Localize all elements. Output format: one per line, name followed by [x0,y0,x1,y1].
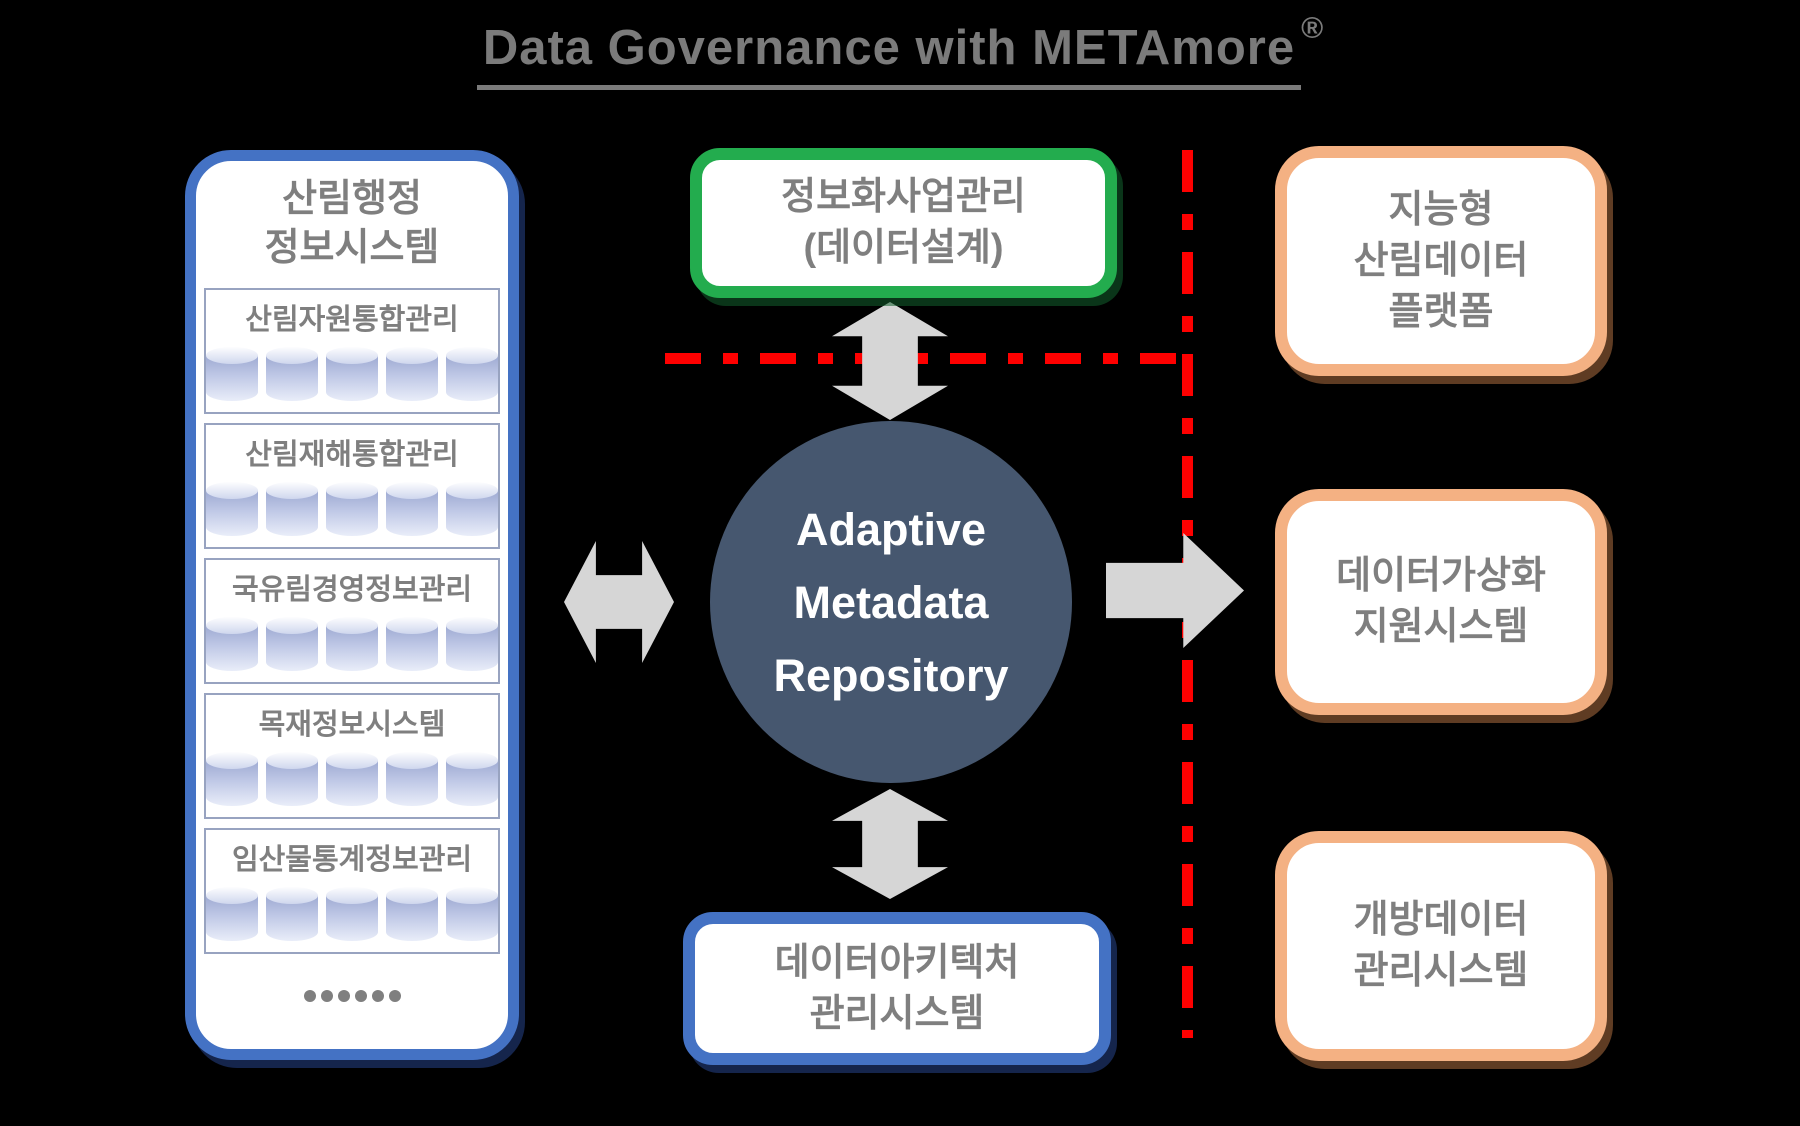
database-cylinder-icon [326,887,378,943]
circle-line2: Metadata [793,576,989,628]
orange-box2-line1: 데이터가상화 [1336,555,1546,597]
database-cylinder-icon [326,752,378,808]
blue-box-line2: 관리시스템 [809,992,985,1035]
database-cylinder-icon [386,752,438,808]
system-box-forest-resource: 산림자원통합관리 [204,288,500,414]
database-cylinder-icon [206,617,258,673]
system-box-label: 산림자원통합관리 [245,304,459,336]
forest-admin-info-system-panel: 산림행정 정보시스템 산림자원통합관리 산림재해통합관리 [185,150,519,1060]
dot-icon [388,990,401,1002]
system-box-national-forest: 국유림경영정보관리 [204,558,500,684]
database-cylinder-icon [446,887,498,943]
system-box-label: 산림재해통합관리 [245,439,459,471]
open-data-mgmt-box: 개방데이터 관리시스템 [1275,831,1607,1061]
system-box-timber-info: 목재정보시스템 [204,693,500,819]
database-cylinder-icon [446,482,498,538]
database-cylinder-icon [326,617,378,673]
blue-box-line1: 데이터아키텍처 [774,941,1020,984]
orange-box1-line2: 산림데이터 [1353,239,1529,282]
orange-box3-line1: 개방데이터 [1353,899,1529,941]
orange-box1-line1: 지능형 [1388,188,1494,231]
adaptive-metadata-repository-circle: Adaptive Metadata Repository [710,421,1072,783]
database-cylinder-icon [206,482,258,538]
panel-title-line1: 산림행정 [282,178,422,220]
double-arrow-vertical-bottom-icon [832,789,948,899]
ellipsis-dots [196,990,508,1002]
dot-icon [320,990,333,1002]
database-cylinder-icon [206,347,258,403]
system-list: 산림자원통합관리 산림재해통합관리 [196,288,508,954]
database-cylinder-icon [446,347,498,403]
system-box-label: 목재정보시스템 [258,709,446,741]
system-box-label: 임산물통계정보관리 [231,844,473,876]
registered-trademark-symbol: ® [1301,12,1324,45]
database-cylinder-icon [386,347,438,403]
circle-line1: Adaptive [795,503,987,555]
database-cylinder-icon [206,752,258,808]
database-cylinder-icon [326,347,378,403]
database-cylinder-icon [446,617,498,673]
database-cylinder-icon [266,482,318,538]
page-title: Data Governance with METAmore® [0,12,1800,90]
page-title-text: Data Governance with METAmore [476,20,1302,90]
database-cylinder-row [206,347,498,403]
dot-icon [371,990,384,1002]
dot-icon [303,990,316,1002]
database-cylinder-icon [386,482,438,538]
orange-box3-line2: 관리시스템 [1353,950,1529,992]
red-dashdot-line-horizontal [665,353,1187,364]
panel-title: 산림행정 정보시스템 [196,175,508,273]
database-cylinder-icon [326,482,378,538]
green-box-line2: (데이터설계) [803,227,1004,269]
system-box-forest-disaster: 산림재해통합관리 [204,423,500,549]
intelligent-forest-data-platform-box: 지능형 산림데이터 플랫폼 [1275,146,1607,376]
data-virtualization-support-box: 데이터가상화 지원시스템 [1275,489,1607,715]
arrow-right-icon [1106,533,1244,648]
green-box-line1: 정보화사업관리 [781,176,1026,218]
database-cylinder-icon [266,887,318,943]
database-cylinder-icon [266,347,318,403]
database-cylinder-icon [266,752,318,808]
double-arrow-horizontal-left-icon [564,541,674,663]
panel-title-line2: 정보시스템 [264,227,440,269]
database-cylinder-icon [446,752,498,808]
database-cylinder-row [206,617,498,673]
orange-box2-line2: 지원시스템 [1353,606,1529,648]
database-cylinder-row [206,887,498,943]
database-cylinder-row [206,482,498,538]
database-cylinder-icon [266,617,318,673]
system-box-forest-products-stats: 임산물통계정보관리 [204,828,500,954]
circle-line3: Repository [773,649,1009,701]
orange-box1-line3: 플랫폼 [1388,290,1494,333]
system-box-label: 국유림경영정보관리 [231,574,473,606]
dot-icon [337,990,350,1002]
database-cylinder-icon [386,887,438,943]
database-cylinder-icon [386,617,438,673]
informatization-project-mgmt-box: 정보화사업관리 (데이터설계) [690,148,1117,298]
data-architecture-mgmt-box: 데이터아키텍처 관리시스템 [683,912,1111,1065]
dot-icon [354,990,367,1002]
database-cylinder-row [206,752,498,808]
database-cylinder-icon [206,887,258,943]
